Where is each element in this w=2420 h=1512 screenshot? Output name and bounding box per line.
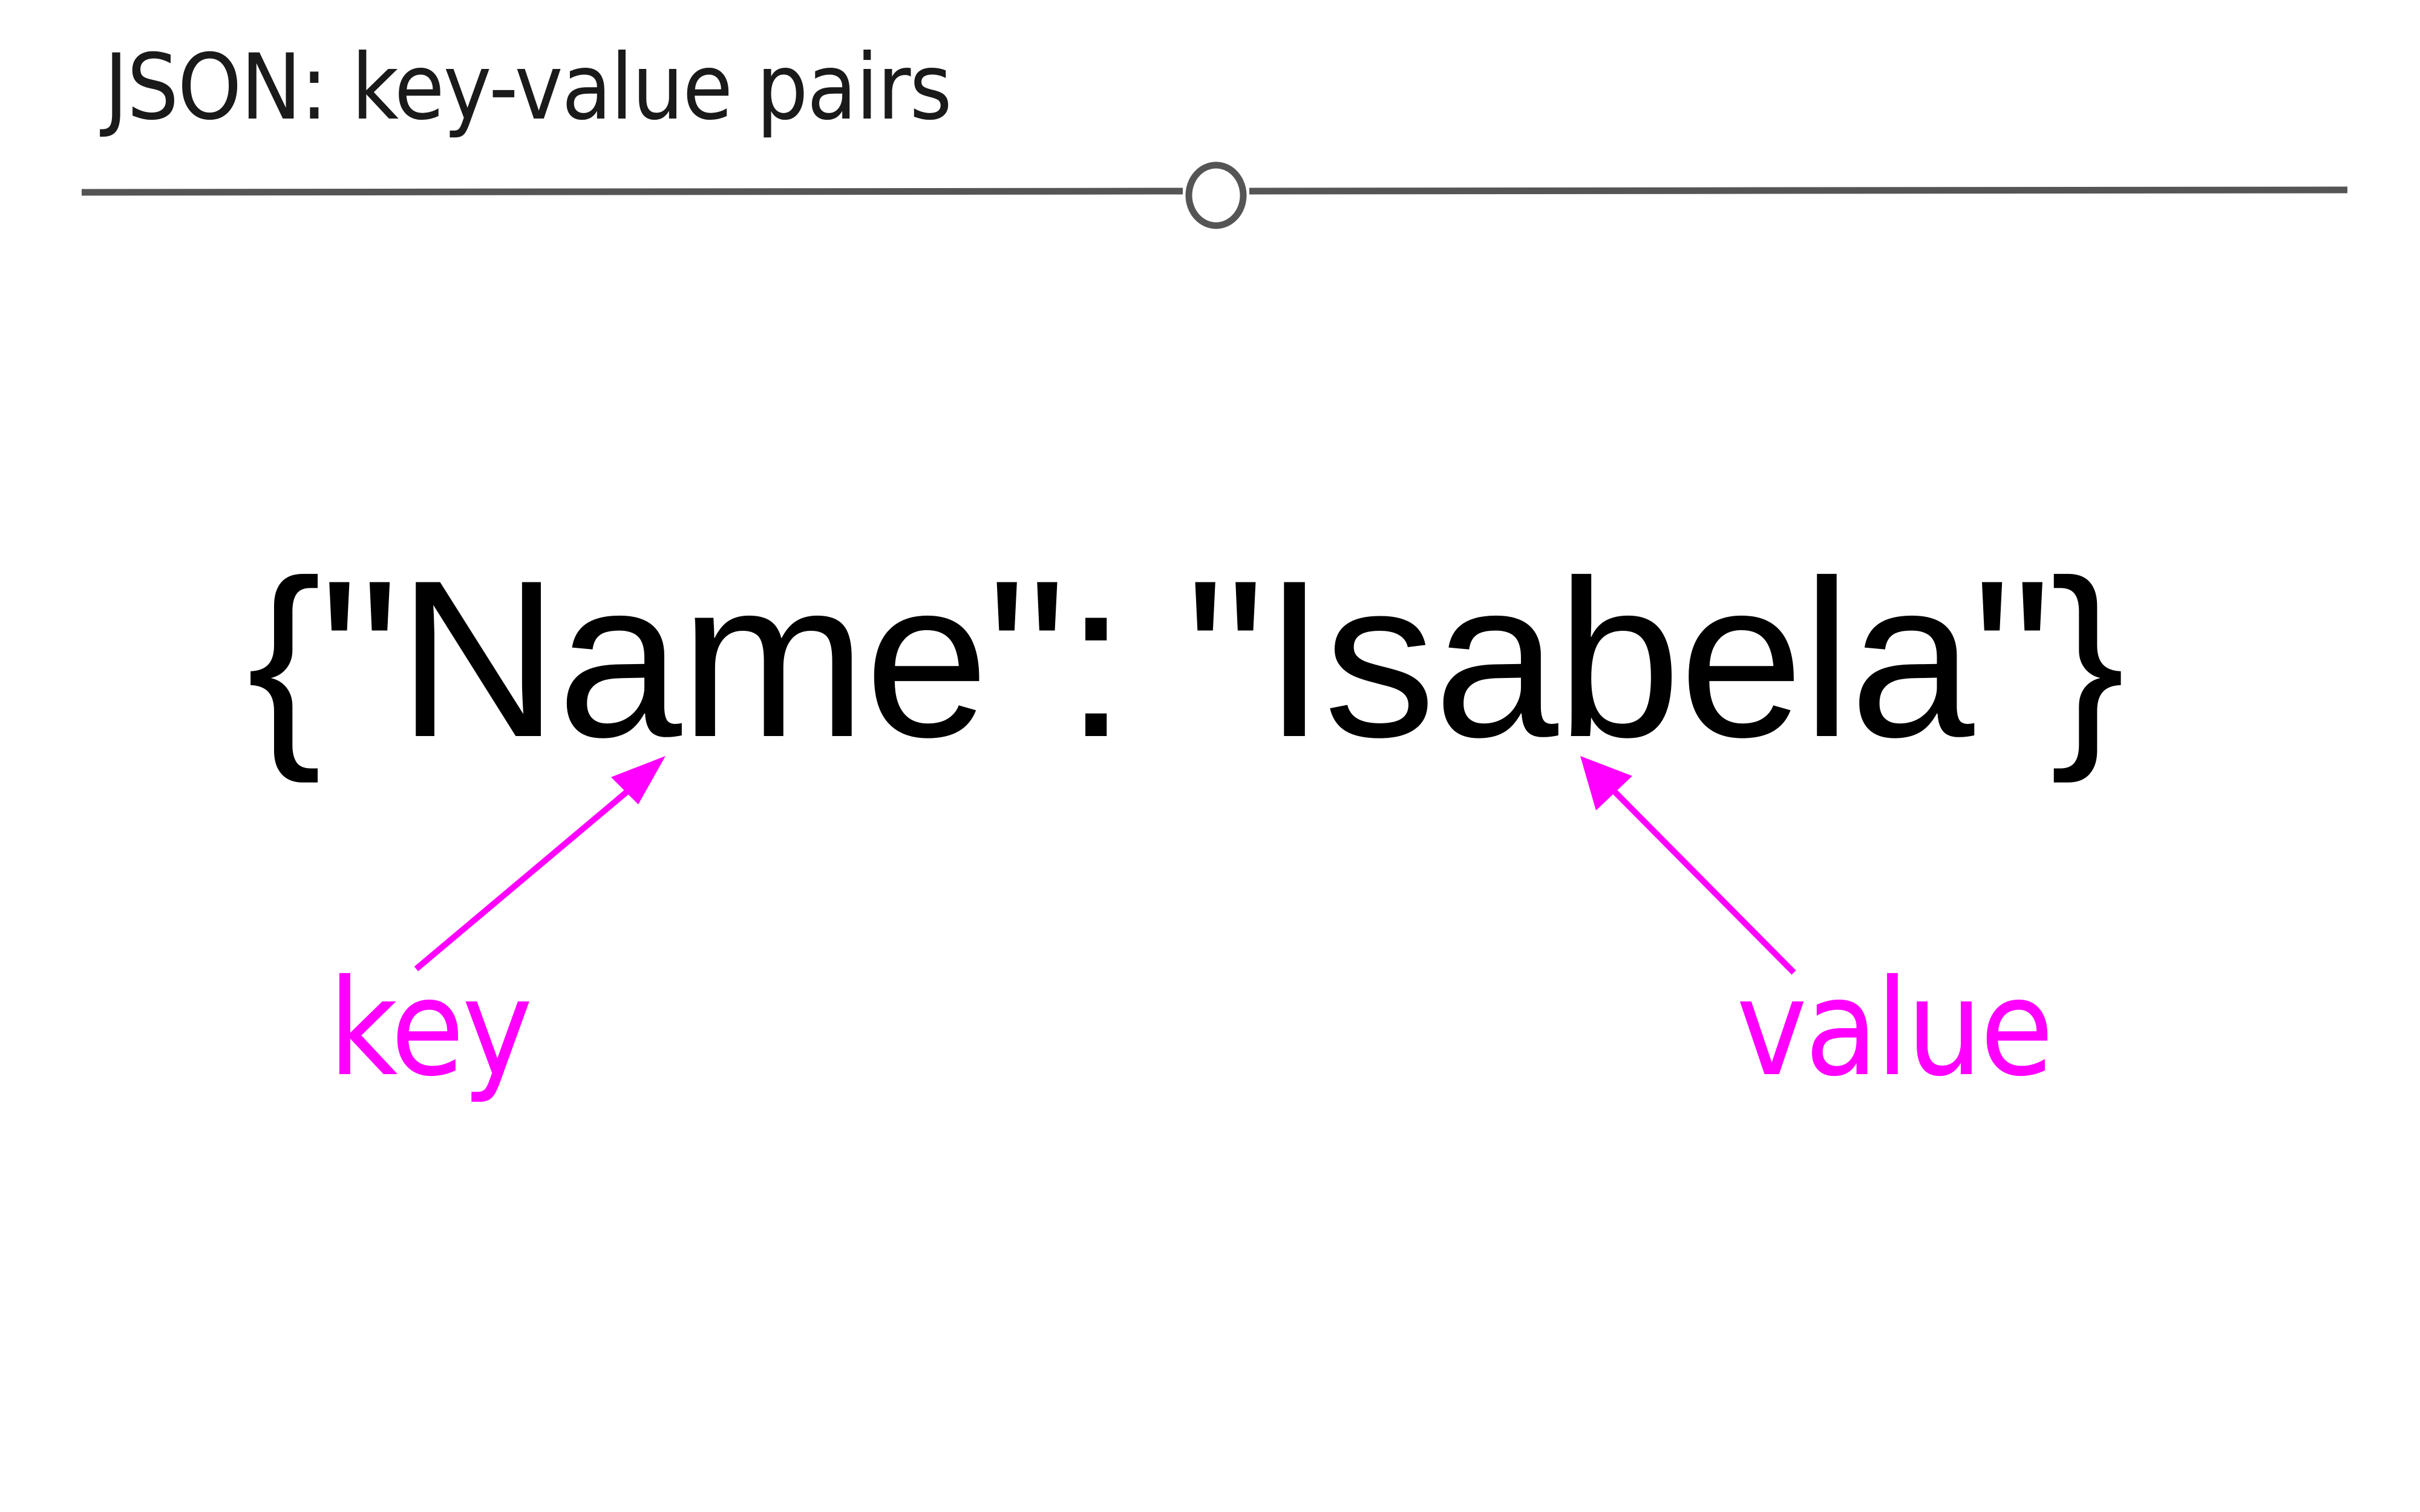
json-example: {"Name": "Isabela"}: [247, 534, 2125, 784]
value-label: value: [1736, 951, 2054, 1106]
divider-line-left: [81, 187, 1183, 196]
arrow-up-left-icon: [1580, 756, 1796, 975]
key-label: key: [329, 951, 533, 1106]
divider-line-right: [1249, 186, 2348, 195]
slide-title: JSON: key-value pairs: [104, 35, 952, 140]
circle-marker-icon: [1185, 161, 1247, 229]
arrow-up-right-icon: [414, 756, 666, 971]
